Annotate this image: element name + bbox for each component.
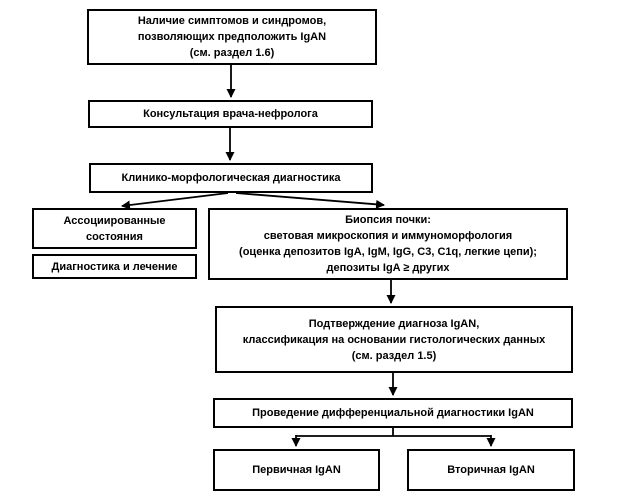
- node-secondary-igan: Вторичная IgAN: [407, 449, 575, 491]
- node-confirm: Подтверждение диагноза IgAN, классификац…: [215, 306, 573, 373]
- node-primary-igan: Первичная IgAN: [213, 449, 380, 491]
- node-differential: Проведение дифференциальной диагностики …: [213, 398, 573, 428]
- node-consult: Консультация врача-нефролога: [88, 100, 373, 128]
- node-associated: Ассоциированные состояния: [32, 208, 197, 249]
- node-diagnostics-treatment: Диагностика и лечение: [32, 254, 197, 279]
- arrow-clinical-associated: [121, 192, 229, 210]
- node-symptoms: Наличие симптомов и синдромов, позволяющ…: [87, 9, 377, 65]
- node-clinical: Клинико-морфологическая диагностика: [89, 163, 373, 193]
- arrow-clinical-biopsy: [235, 192, 385, 209]
- node-biopsy: Биопсия почки: световая микроскопия и им…: [208, 208, 568, 280]
